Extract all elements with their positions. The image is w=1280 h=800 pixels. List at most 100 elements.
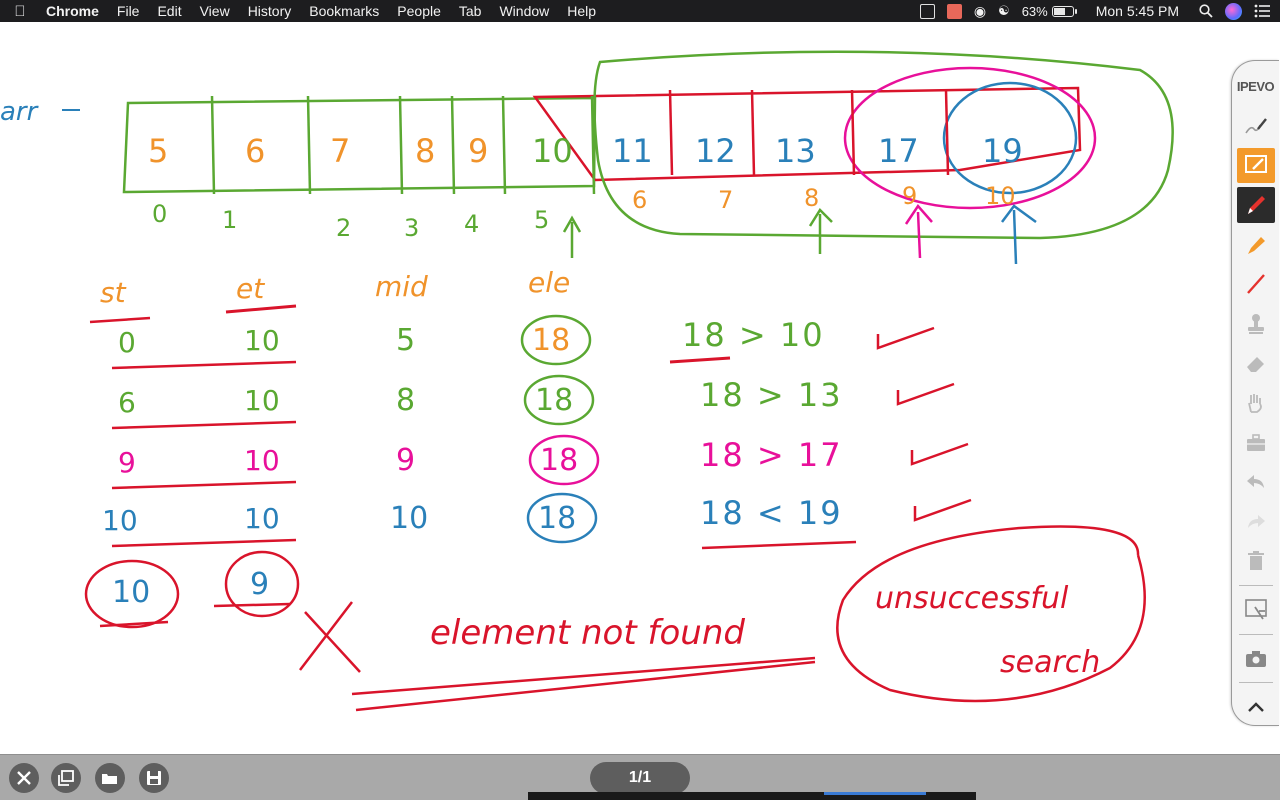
array-cell-value: 5 [148, 132, 168, 170]
array-cell-value: 6 [245, 132, 265, 170]
array-cell-divider [501, 95, 507, 195]
open-folder-icon [102, 774, 117, 784]
new-page-button[interactable] [51, 763, 81, 793]
array-cell-divider [668, 89, 674, 176]
collapse-tool[interactable] [1237, 689, 1275, 725]
array-cell-value: 12 [695, 132, 736, 170]
array-index: 10 [985, 182, 1016, 210]
array-index: 3 [404, 214, 419, 242]
not-found-text: element not found [430, 613, 745, 653]
pen-style-tool[interactable] [1237, 108, 1275, 144]
array-index: 1 [222, 206, 237, 234]
array-box-left [122, 96, 597, 194]
array-index: 9 [902, 182, 917, 210]
open-folder-button[interactable] [95, 763, 125, 793]
row-underline [111, 420, 297, 430]
screen-capture-icon[interactable] [919, 3, 935, 19]
capture-tool[interactable] [1237, 592, 1275, 628]
array-cell-divider [398, 95, 404, 195]
siri-icon[interactable] [1225, 2, 1242, 20]
close-button[interactable] [9, 763, 39, 793]
array-box-right [532, 86, 1082, 182]
row-st: 0 [118, 326, 136, 359]
blue-enclosure [942, 81, 1078, 195]
green-enclosure [593, 50, 1174, 240]
wifi-icon[interactable]: ☯ [998, 3, 1010, 18]
array-cell-divider [450, 95, 456, 195]
menu-history[interactable]: History [247, 3, 292, 19]
save-button[interactable] [139, 763, 169, 793]
array-cell-value: 11 [612, 132, 653, 170]
header-st: st [100, 276, 127, 309]
row-ele: 18 [538, 501, 576, 536]
check-mark [910, 442, 969, 466]
menu-window[interactable]: Window [499, 3, 550, 19]
hand-tool[interactable] [1237, 385, 1275, 421]
row-compare: 18 < 19 [700, 494, 843, 532]
battery-percent[interactable]: 63% [1021, 3, 1048, 19]
row-et: 10 [244, 502, 280, 535]
pen-tool[interactable] [1236, 187, 1275, 223]
undo-tool[interactable] [1237, 464, 1275, 500]
line-icon [1246, 274, 1265, 294]
trash-tool[interactable] [1237, 544, 1275, 580]
eraser-tool[interactable] [1237, 346, 1275, 382]
row-compare: 18 > 17 [700, 436, 843, 474]
notification-center-icon[interactable] [1254, 4, 1270, 18]
cross-mark [299, 601, 361, 673]
row-underline [111, 538, 297, 548]
menu-bookmarks[interactable]: Bookmarks [309, 3, 380, 19]
menu-app-name[interactable]: Chrome [46, 3, 99, 19]
magenta-enclosure [843, 66, 1097, 210]
spotlight-search-icon[interactable] [1199, 4, 1213, 18]
check-mark [876, 326, 935, 350]
array-cell-value: 10 [532, 132, 573, 170]
camera-status-icon[interactable]: ◉ [973, 2, 987, 19]
clock[interactable]: Mon 5:45 PM [1095, 3, 1179, 19]
row-st: 9 [118, 446, 136, 479]
page-indicator[interactable]: 1/1 [590, 762, 690, 794]
pen-icon [1247, 195, 1265, 214]
array-index: 4 [464, 210, 479, 238]
stamp-tool[interactable] [1237, 306, 1275, 342]
menu-edit[interactable]: Edit [157, 3, 182, 19]
whiteboard-mode-tool[interactable] [1236, 147, 1275, 184]
apple-menu-icon[interactable]:  [0, 3, 40, 20]
menu-help[interactable]: Help [567, 3, 597, 19]
menu-tab[interactable]: Tab [458, 3, 482, 19]
unsuccessful-text: unsuccessful [875, 581, 1069, 616]
battery-icon[interactable] [1051, 5, 1077, 17]
toolbar-divider [1238, 633, 1273, 635]
redo-tool[interactable] [1237, 504, 1275, 540]
new-page-icon [58, 770, 74, 786]
row-ele: 18 [535, 383, 573, 418]
menu-people[interactable]: People [397, 3, 441, 19]
toolbox-tool[interactable] [1237, 425, 1275, 461]
row-ele: 18 [540, 443, 578, 478]
highlighter-tool[interactable] [1237, 227, 1275, 263]
line-tool[interactable] [1237, 266, 1275, 302]
unsuccessful-search-circle [836, 525, 1146, 703]
annotate-status-icon[interactable] [946, 3, 962, 19]
toolbar-divider [1238, 585, 1273, 587]
array-index: 5 [534, 206, 549, 234]
array-cell-value: 13 [775, 132, 816, 170]
menu-file[interactable]: File [116, 3, 140, 19]
row-compare: 18 > 10 [682, 316, 825, 354]
array-cell-divider [850, 89, 856, 176]
toolbar-divider [1238, 682, 1273, 684]
menu-view[interactable]: View [199, 3, 230, 19]
dock-strip [528, 792, 976, 800]
array-index: 7 [718, 186, 733, 214]
array-index: 0 [152, 200, 167, 228]
array-cell-divider [750, 89, 756, 176]
collapse-icon [1247, 702, 1264, 712]
search-text: search [1000, 645, 1100, 680]
camera-tool[interactable] [1237, 641, 1275, 677]
row-underline [111, 480, 297, 490]
close-icon [17, 771, 31, 785]
array-index: 2 [336, 214, 351, 242]
